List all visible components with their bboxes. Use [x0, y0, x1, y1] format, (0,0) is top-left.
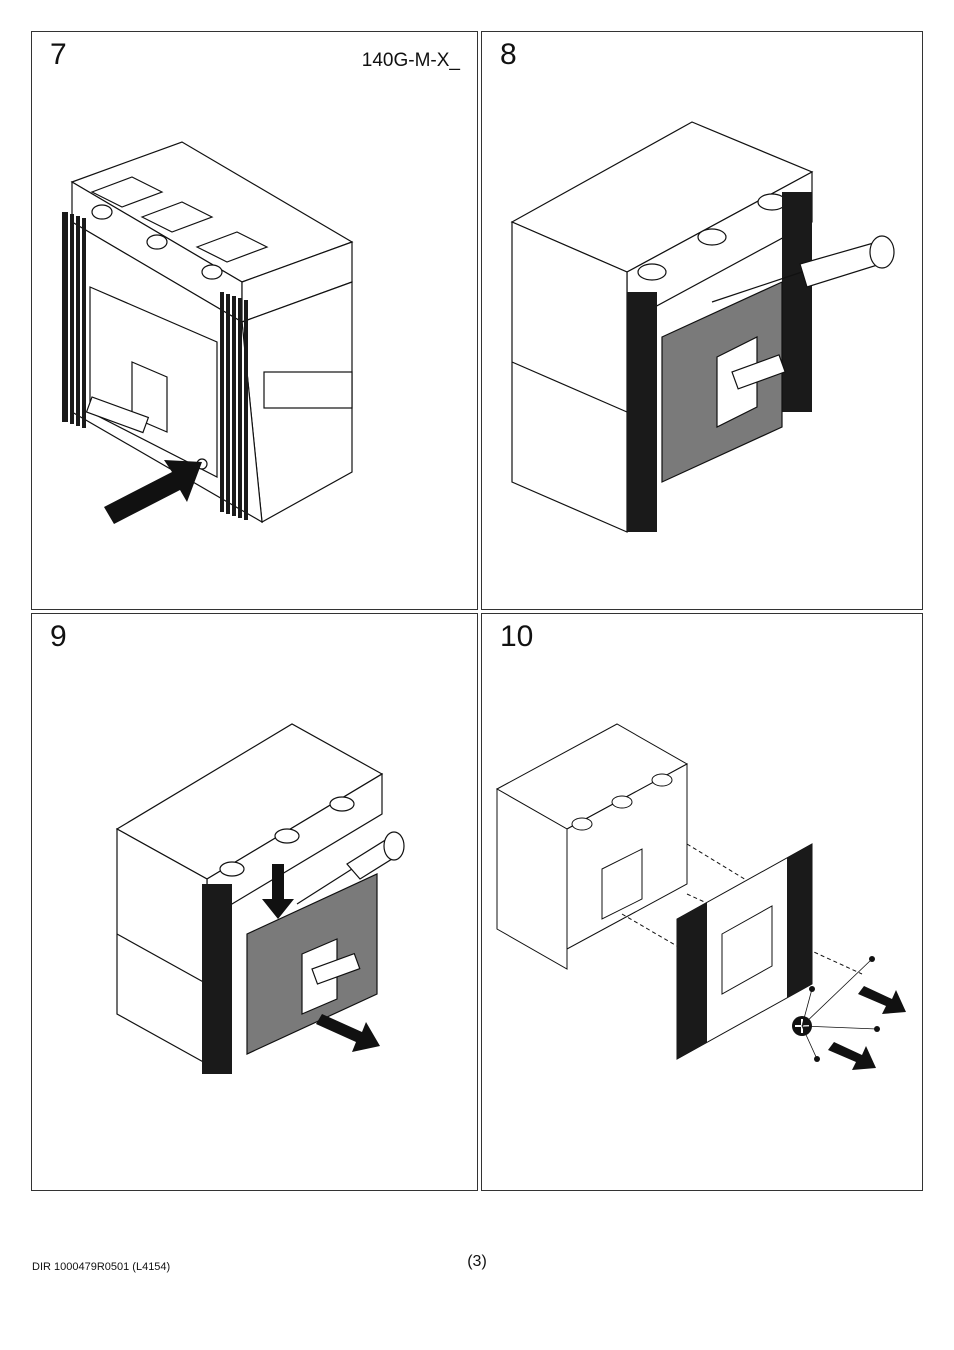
breaker-remove-cover-illustration: [32, 614, 479, 1192]
breaker-exploded-illustration: [482, 614, 924, 1192]
pull-arrow-icon: [858, 986, 906, 1014]
step-10-panel: 10: [481, 613, 923, 1191]
breaker-front-illustration: [32, 32, 479, 611]
step-9-panel: 9: [31, 613, 478, 1191]
pull-arrow-icon: [316, 1014, 380, 1052]
step-7-panel: 7 140G-M-X_: [31, 31, 478, 610]
pull-arrow-icon: [828, 1042, 876, 1070]
page-number: (3): [0, 1253, 954, 1271]
push-arrow-icon: [104, 460, 202, 524]
breaker-pry-cover-illustration: [482, 32, 924, 611]
step-8-panel: 8: [481, 31, 923, 610]
